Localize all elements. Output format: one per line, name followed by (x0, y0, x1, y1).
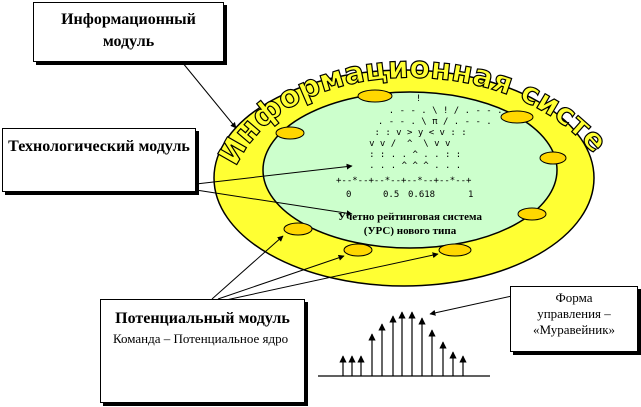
ring-node (500, 110, 534, 124)
tech-module-label: Технологический модуль (8, 138, 190, 155)
ascii-row: . - - . \ ! / . - - . (340, 106, 503, 116)
tick-label: 0.618 (408, 190, 435, 200)
tick-label: 1 (468, 190, 473, 200)
control-form-line1: Форма (555, 290, 593, 305)
tech-module-box: Технологический модуль (2, 128, 196, 192)
center-caption-line2: (УРС) нового типа (364, 225, 457, 237)
control-form-box: Форма управления – «Муравейник» (510, 286, 638, 352)
ascii-row: . - - . \ π / . - - . (340, 117, 492, 127)
ring-node (275, 126, 305, 140)
ascii-axis: +--*--+--*--+--*--+--*--+ (336, 176, 472, 186)
ascii-plot: ! . - - . \ ! / . - - . . - - . \ π / . … (336, 94, 503, 200)
info-module-label: Информационный модуль (61, 11, 196, 50)
arrow-potential-to-node2 (217, 254, 345, 300)
ascii-row: : : . . ^ . . : : (342, 150, 461, 160)
ascii-row: v v / ^ \ v v (342, 139, 450, 149)
arrow-tech-to-caption (195, 189, 353, 217)
arrow-form-to-bars (429, 295, 513, 316)
potential-module-label: Потенциальный модуль (115, 310, 290, 327)
tick-label: 0.5 (383, 190, 399, 200)
ascii-row: ! (340, 94, 421, 104)
arrow-tech-to-plot (195, 163, 353, 185)
control-form-line2: управления – (537, 306, 611, 321)
potential-module-box: Потенциальный модуль Команда – Потенциал… (100, 299, 305, 403)
inner-area (262, 91, 558, 249)
center-caption-line1: Учетно рейтинговая система (338, 211, 482, 223)
ring-node (357, 89, 393, 103)
arrow-potential-to-node3 (225, 252, 439, 301)
ring-node (283, 222, 313, 236)
tick-label: 0 (346, 190, 351, 200)
ring-node (517, 207, 547, 221)
control-form-line3: «Муравейник» (532, 322, 616, 337)
arrow-potential-to-node1 (211, 235, 284, 300)
ring-node (539, 151, 567, 165)
potential-module-sub: Команда – Потенциальное ядро (113, 331, 289, 346)
ring-nodes (275, 89, 567, 257)
ascii-row: . . . ^ ^ ^ . . . (342, 161, 461, 171)
ring-node (438, 243, 472, 257)
arrow-info-to-ring (181, 61, 237, 129)
bar-arrows (318, 311, 490, 377)
info-module-box: Информационный модуль (33, 2, 224, 62)
connector-arrows (181, 61, 513, 316)
ring-node (343, 243, 373, 257)
ascii-row: : : v > y < v : : (342, 128, 467, 138)
